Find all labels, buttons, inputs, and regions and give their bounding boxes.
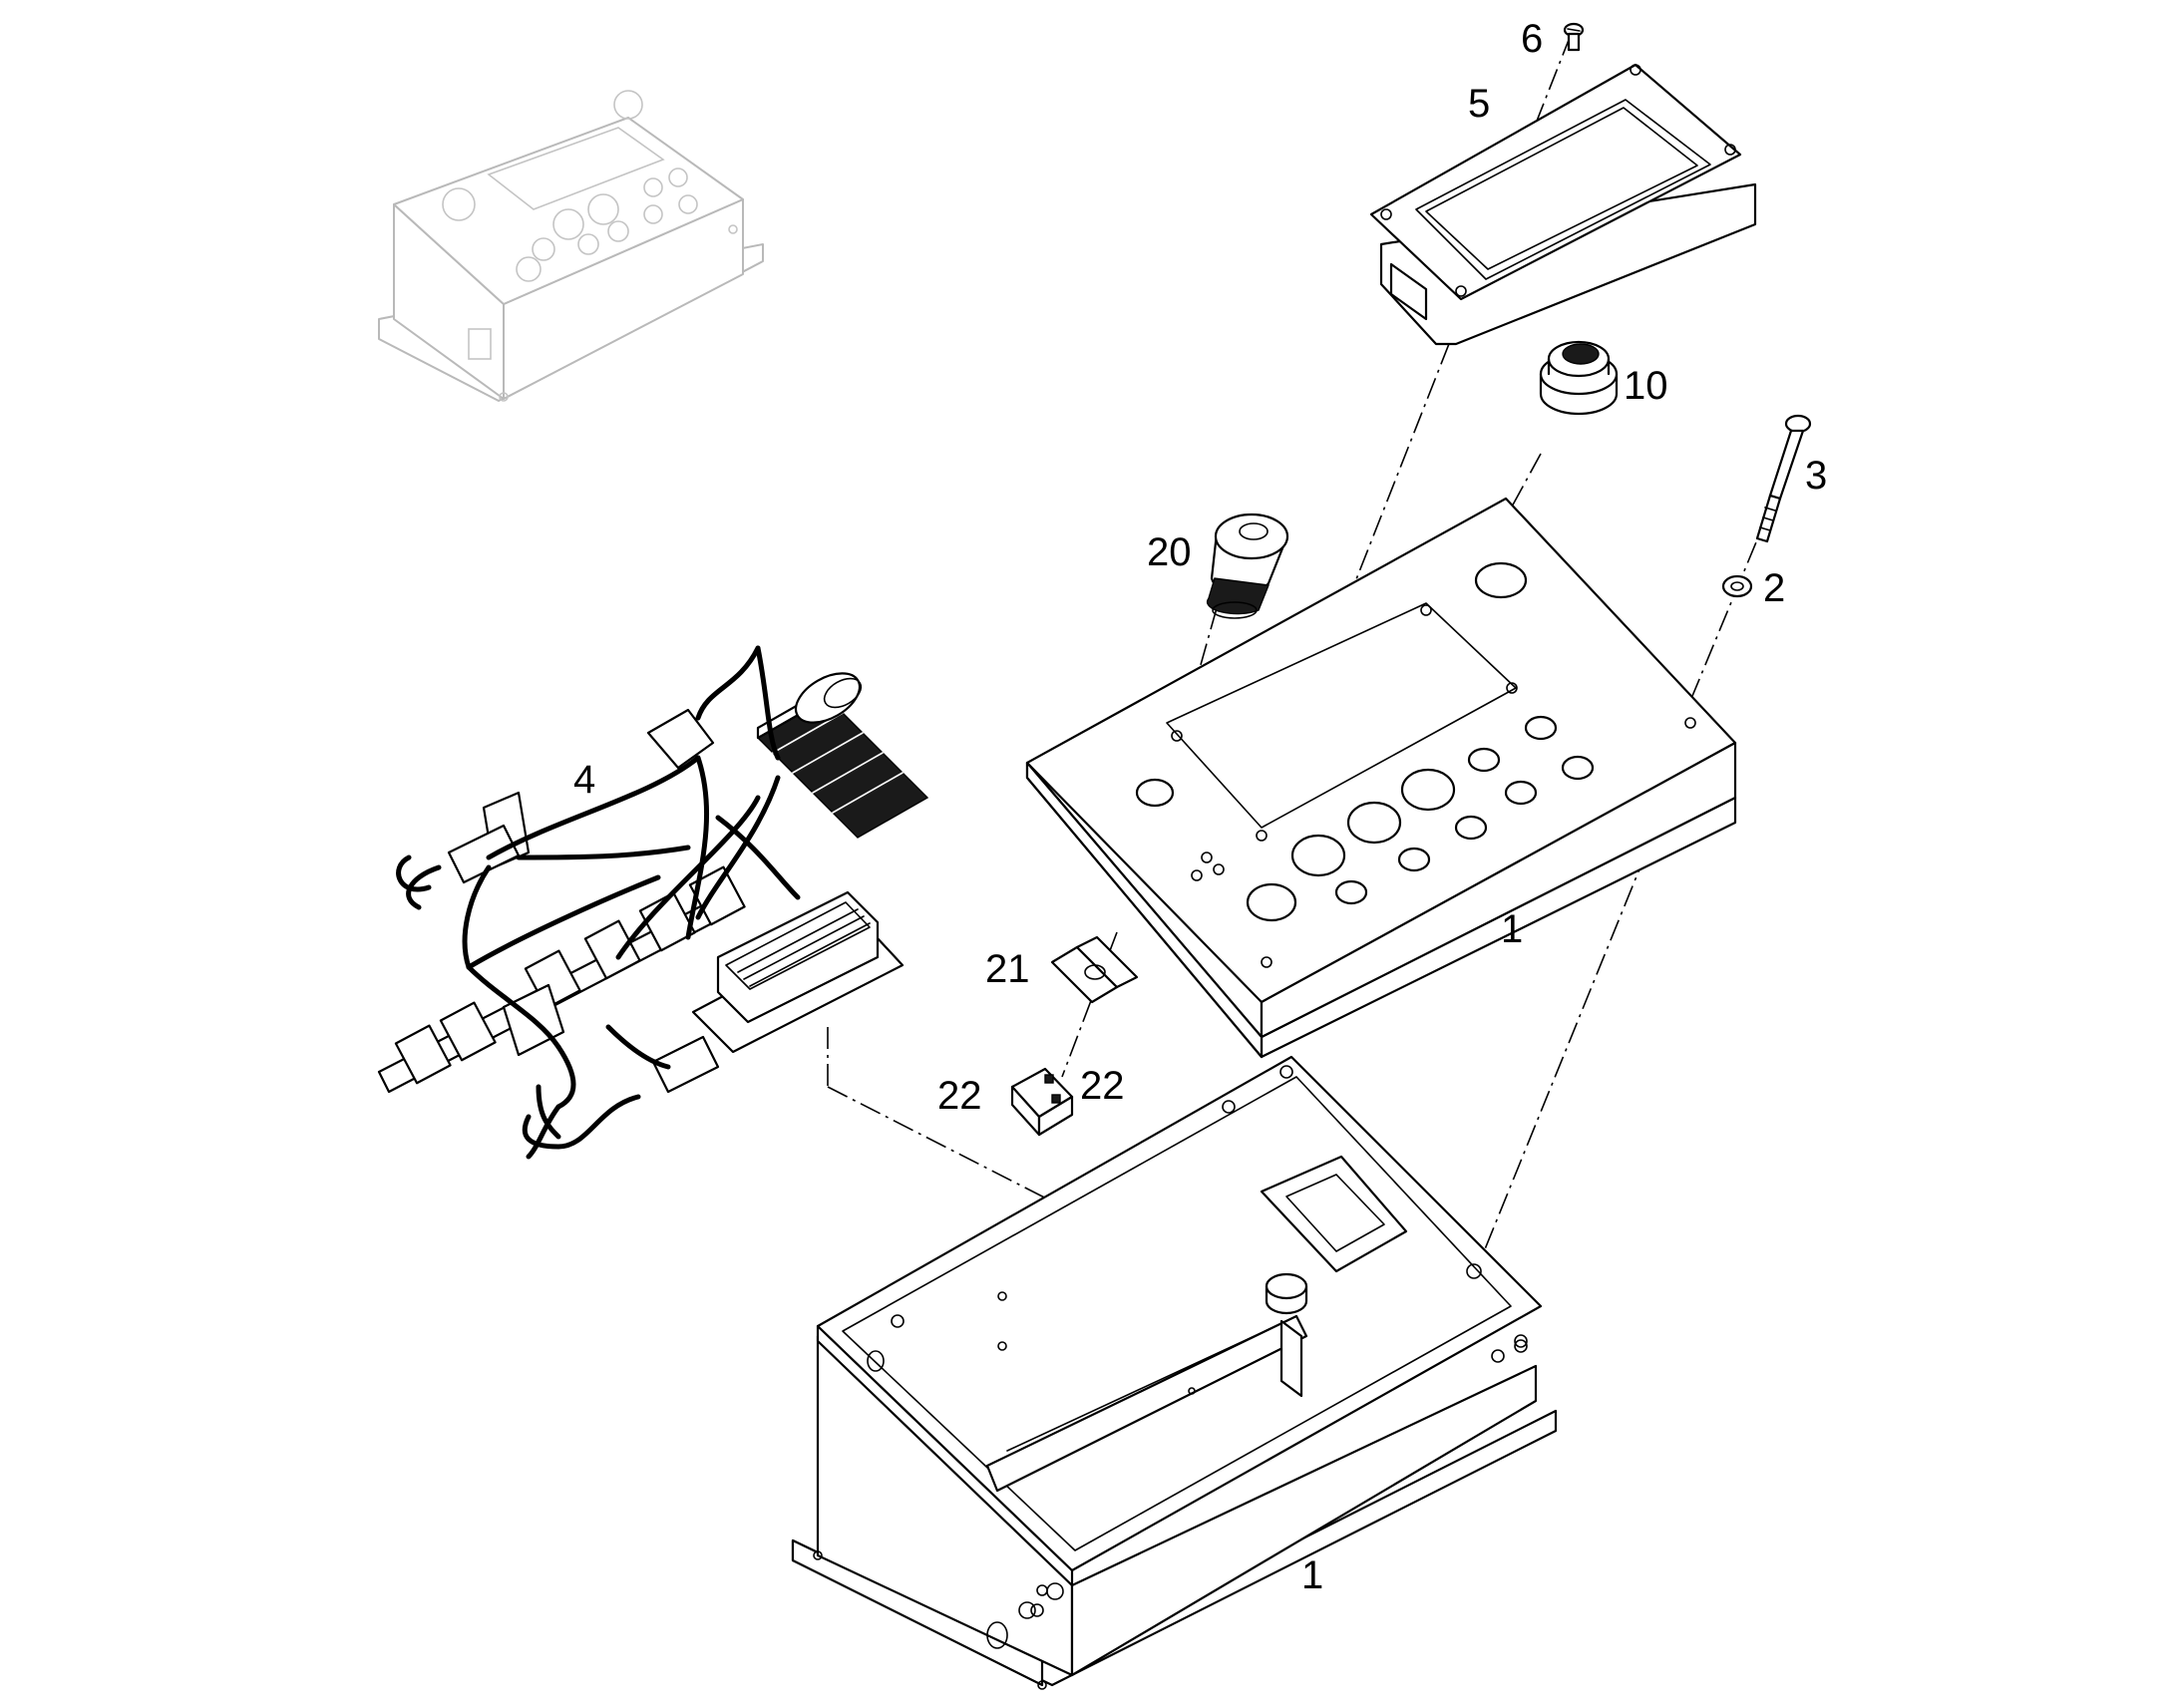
- part-1-cover-panel: [1025, 497, 1737, 1059]
- callout-5: 5: [1468, 82, 1490, 126]
- part-4-wiring-harness: [377, 645, 929, 1160]
- part-1-lower-housing: [791, 1055, 1558, 1690]
- callout-21: 21: [985, 947, 1030, 991]
- callout-22-right: 22: [1080, 1064, 1125, 1108]
- callout-10: 10: [1624, 364, 1668, 408]
- callout-20: 20: [1147, 530, 1192, 574]
- part-10-round-button: [1539, 340, 1619, 416]
- part-21-bracket: [1050, 935, 1139, 1004]
- part-22-terminal-block: [1010, 1067, 1074, 1137]
- part-3-bolt: [1755, 414, 1812, 543]
- assembled-reference-view: [378, 90, 764, 402]
- callout-3: 3: [1805, 454, 1827, 498]
- callout-1-cover: 1: [1501, 907, 1523, 951]
- callout-6: 6: [1521, 17, 1543, 61]
- connector-pins: [737, 908, 871, 987]
- callout-1-housing: 1: [1301, 1553, 1323, 1597]
- part-6-screw: [1563, 22, 1585, 52]
- callout-4: 4: [573, 758, 595, 802]
- callout-labels: 6 5 10 3 2 20 4 1 21 22 22 1: [573, 17, 1827, 1597]
- part-5-display-module: [1369, 63, 1757, 346]
- part-20-emergency-stop: [1206, 512, 1289, 619]
- part-2-washer: [1721, 574, 1753, 598]
- callout-2: 2: [1763, 566, 1785, 610]
- callout-22-left: 22: [937, 1074, 982, 1118]
